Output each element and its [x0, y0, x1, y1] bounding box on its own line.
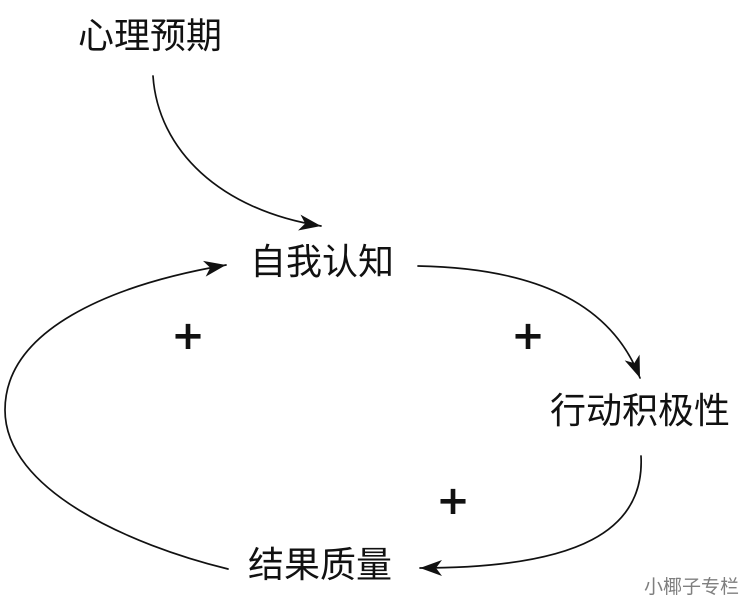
watermark: 小椰子专栏 [644, 576, 740, 598]
node-expectation: 心理预期 [78, 16, 223, 57]
node-action-enthusiasm: 行动积极性 [550, 391, 731, 432]
polarity-self-cognition-to-action: + [511, 313, 545, 359]
node-result-quality: 结果质量 [248, 545, 393, 586]
node-self-cognition: 自我认知 [250, 242, 395, 283]
polarity-action-to-result: + [436, 478, 470, 524]
arrow-action-to-result [419, 455, 642, 576]
arrow-self-cognition-to-action [417, 265, 641, 379]
polarity-result-to-self-cognition: + [171, 313, 205, 359]
arrow-result-to-self-cognition [4, 260, 229, 570]
arrow-expectation-to-self-cognition [152, 75, 322, 231]
